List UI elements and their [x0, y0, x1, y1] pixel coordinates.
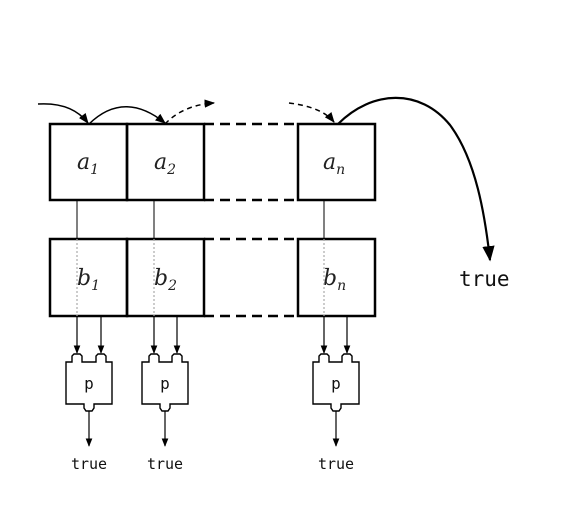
- chain-result-true: true: [459, 267, 510, 291]
- cell-a1-label: a1: [77, 150, 99, 178]
- predicate-blocks: p true p true p true: [65, 316, 360, 473]
- predicate-label-1: p: [84, 374, 94, 393]
- top-array: a1 a2 an: [48, 122, 377, 202]
- arrow-a2-continues: [164, 99, 216, 125]
- arrow-an-to-true: [337, 96, 495, 262]
- predicate-box-1: [65, 353, 113, 412]
- cell-b2: [125, 237, 206, 318]
- cell-an: [296, 122, 377, 202]
- cell-b1-label: b1: [77, 266, 100, 294]
- cell-b2-label: b2: [154, 266, 177, 294]
- cell-a2-label: a2: [154, 150, 176, 178]
- cell-an-label: an: [323, 150, 345, 178]
- predicate-output-true-3: true: [318, 455, 354, 473]
- arrow-a1-to-a2: [88, 106, 166, 125]
- column-links: [76, 200, 325, 316]
- cell-bn: [296, 237, 377, 318]
- cell-bn-label: bn: [323, 266, 346, 294]
- entry-arrow: [37, 103, 89, 124]
- predicate-box-3: [312, 353, 360, 412]
- predicate-output-true-1: true: [71, 455, 107, 473]
- predicate-block-2: p true: [141, 316, 189, 473]
- predicate-block-1: p true: [65, 316, 113, 473]
- bottom-array: b1 b2 bn: [48, 237, 377, 318]
- chain-arrows: [37, 96, 495, 262]
- predicate-block-3: p true: [312, 316, 360, 473]
- predicate-output-true-2: true: [147, 455, 183, 473]
- predicate-label-3: p: [331, 374, 341, 393]
- arrow-into-an: [288, 102, 335, 123]
- predicate-box-2: [141, 353, 189, 412]
- predicate-label-2: p: [160, 374, 170, 393]
